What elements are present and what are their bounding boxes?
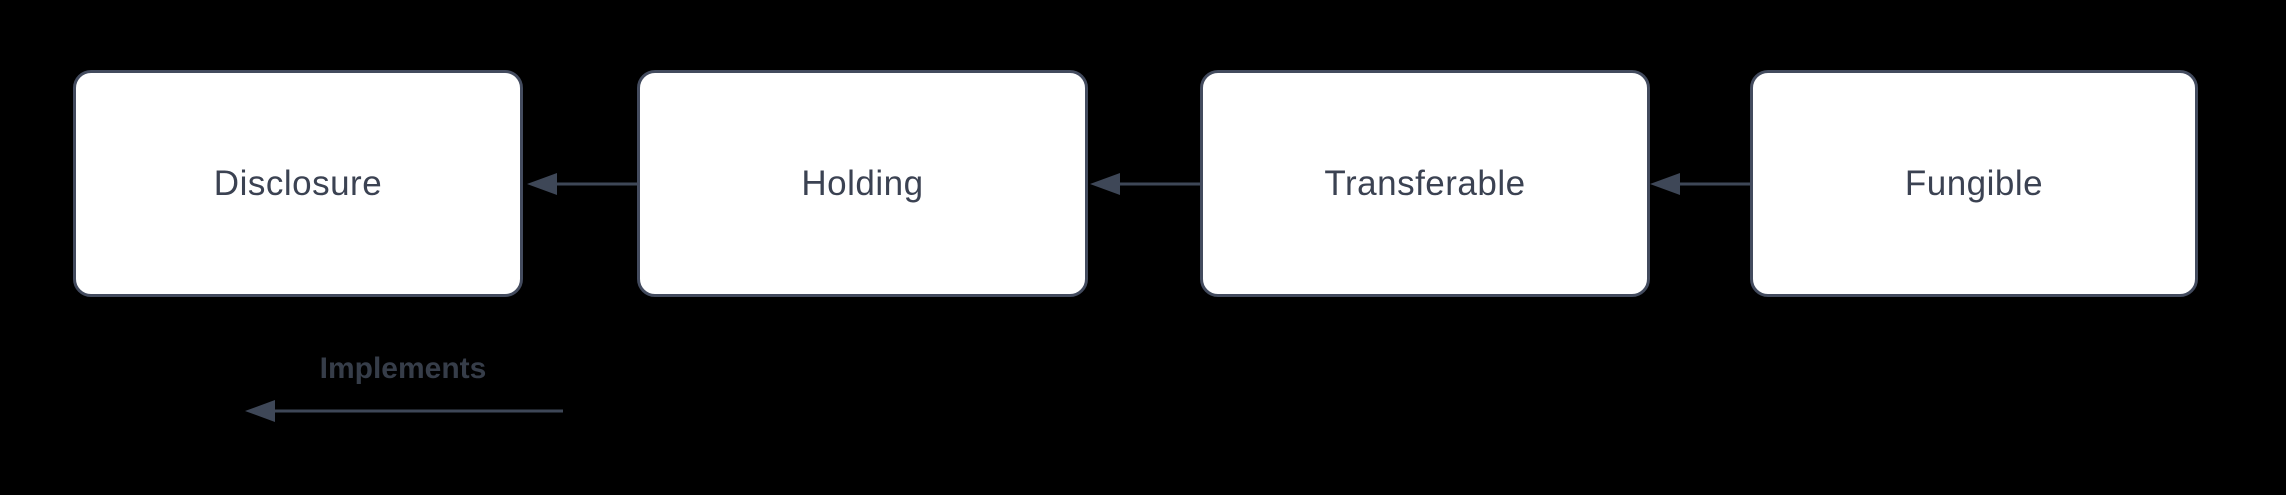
node-transferable-label: Transferable — [1324, 163, 1526, 203]
node-fungible-label: Fungible — [1904, 163, 2044, 203]
legend: Implements — [243, 352, 563, 426]
arrow-left-icon — [527, 173, 557, 195]
arrow-transferable-to-holding — [1090, 173, 1200, 195]
arrow-holding-to-disclosure — [527, 173, 637, 195]
legend-arrow — [245, 400, 563, 422]
node-fungible: Fungible — [1750, 70, 2198, 297]
arrow-fungible-to-transferable — [1650, 173, 1750, 195]
arrow-left-icon — [1650, 173, 1680, 195]
node-transferable: Transferable — [1200, 70, 1650, 297]
node-disclosure: Disclosure — [73, 70, 523, 297]
node-disclosure-label: Disclosure — [213, 163, 383, 203]
node-holding: Holding — [637, 70, 1088, 297]
arrow-left-icon — [245, 400, 275, 422]
legend-label: Implements — [319, 352, 487, 385]
arrow-left-icon — [1090, 173, 1120, 195]
node-holding-label: Holding — [801, 163, 924, 203]
